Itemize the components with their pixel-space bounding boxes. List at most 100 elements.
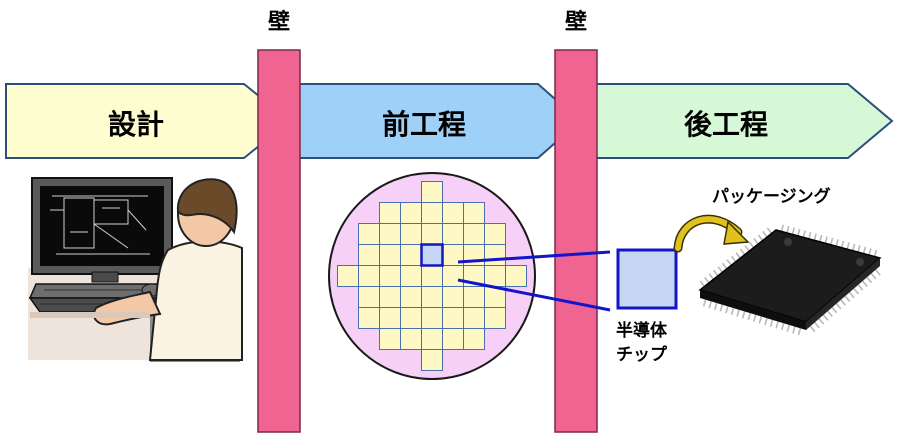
wafer-die <box>442 307 464 329</box>
wafer-die <box>400 286 422 308</box>
package-pin <box>757 234 764 242</box>
wafer-die <box>400 223 422 245</box>
package-pin <box>829 237 834 245</box>
wafer-die <box>358 307 380 329</box>
wall-label-2: 壁 <box>565 10 588 35</box>
wafer-die <box>400 307 422 329</box>
package-pin <box>758 316 763 324</box>
wafer-die <box>484 307 506 329</box>
package-pin <box>866 276 873 284</box>
wafer-die <box>484 265 506 287</box>
wafer-die <box>379 286 401 308</box>
package-pin <box>802 230 806 238</box>
package-pin <box>735 252 741 259</box>
wafer-die <box>337 265 359 287</box>
chip-connector <box>457 250 611 312</box>
package-pin <box>868 248 872 256</box>
wafer-die <box>421 286 443 308</box>
package-pin <box>780 224 785 232</box>
package-pin <box>786 324 791 332</box>
wafer-die <box>379 265 401 287</box>
package-pin <box>844 295 851 302</box>
packaging-label: パッケージング <box>712 187 831 207</box>
package-pin <box>835 303 842 310</box>
package-pin <box>840 240 845 248</box>
package-pin <box>747 312 751 321</box>
package-pin <box>786 226 790 234</box>
wafer-die <box>505 265 527 287</box>
wafer-die <box>400 202 422 224</box>
chip-label-line1: 半導体 <box>616 321 667 341</box>
package-pin <box>769 319 774 327</box>
package-pin <box>851 243 856 251</box>
wall-label-1: 壁 <box>268 10 291 35</box>
wafer-die <box>379 244 401 266</box>
wall-1 <box>257 49 301 433</box>
wafer-die <box>421 307 443 329</box>
wafer-die <box>442 328 464 350</box>
package-pin <box>764 317 768 326</box>
package-pin <box>780 323 785 331</box>
wafer-die <box>400 265 422 287</box>
package-pin <box>753 238 759 245</box>
package-pin <box>739 248 746 256</box>
package-pin <box>744 245 750 252</box>
wafer-die <box>421 328 443 350</box>
wafer-die <box>463 328 485 350</box>
package-pin <box>699 280 706 287</box>
wafer-die <box>379 223 401 245</box>
wafer-die <box>358 244 380 266</box>
chip-label-line2: チップ <box>616 345 667 365</box>
package-pin <box>725 306 729 314</box>
package-pin <box>831 306 838 314</box>
package-pin <box>791 227 796 235</box>
package-pin <box>875 269 881 276</box>
wafer-die <box>400 328 422 350</box>
wafer-die <box>379 328 401 350</box>
wafer-die <box>484 223 506 245</box>
package-pin <box>736 309 740 317</box>
stage-label-design: 設計 <box>108 108 165 141</box>
package-pin <box>809 325 816 333</box>
package-pin <box>762 230 768 238</box>
package-pin <box>748 241 755 249</box>
wafer-die <box>358 265 380 287</box>
package-pin <box>792 326 796 334</box>
package-pin <box>766 227 773 235</box>
package-pin <box>873 249 878 257</box>
stage-label-front-end: 前工程 <box>382 108 467 141</box>
wafer-die <box>400 244 422 266</box>
package-pin <box>835 239 839 247</box>
wafer-die <box>442 223 464 245</box>
package-pin <box>704 276 710 284</box>
wafer-die <box>421 265 443 287</box>
package-pin <box>702 299 707 307</box>
semiconductor-chip <box>616 248 678 310</box>
package-pin <box>870 273 877 280</box>
package-pin <box>813 233 817 241</box>
package-pin <box>862 246 867 254</box>
package-pin <box>717 266 723 273</box>
wafer-die <box>463 202 485 224</box>
package-pin <box>721 262 728 270</box>
package-pin <box>857 245 861 253</box>
package-pin <box>741 311 746 319</box>
wafer-die <box>463 286 485 308</box>
wafer-die <box>463 307 485 329</box>
package-pin <box>857 284 864 291</box>
wafer-die <box>442 265 464 287</box>
wafer-die <box>379 307 401 329</box>
package-pin <box>840 299 846 306</box>
wafer-die-grid <box>337 181 527 371</box>
stage-label-back-end: 後工程 <box>684 108 769 141</box>
package-pin <box>819 234 823 242</box>
wafer-die <box>463 223 485 245</box>
package-pin <box>708 273 715 280</box>
wafer-die <box>421 181 443 203</box>
package-pin <box>719 304 724 312</box>
wafer-die <box>421 349 443 371</box>
package-pin <box>814 321 820 329</box>
package-pin <box>797 228 801 237</box>
package-pin <box>708 301 712 309</box>
